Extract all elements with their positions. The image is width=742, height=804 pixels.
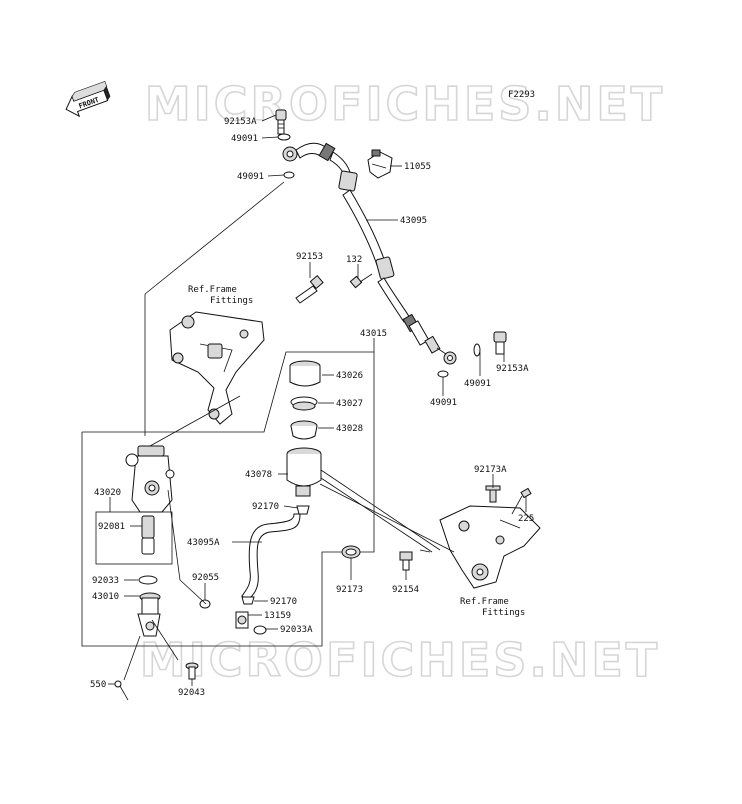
circlip-92033a (253, 625, 267, 635)
master-cylinder-body (125, 445, 175, 513)
watermark-bottom: MICROFICHES.NET (140, 633, 660, 687)
reservoir-diaphragm (290, 420, 318, 440)
part-label: 92173 (336, 585, 363, 595)
washer-lower-1 (473, 343, 481, 357)
part-label: 49091 (430, 398, 457, 408)
part-label: 92170 (270, 597, 297, 607)
part-label: 49091 (464, 379, 491, 389)
part-label: 43010 (92, 592, 119, 602)
watermark-top: MICROFICHES.NET (145, 77, 665, 131)
part-label: 132 (346, 255, 362, 265)
reservoir-tank (286, 447, 441, 553)
bolt-92173a (485, 485, 501, 503)
washer-upper-1 (277, 133, 291, 141)
washer-upper-2 (283, 171, 295, 179)
part-label: 92033 (92, 576, 119, 586)
leader-bolt-diag (144, 181, 285, 295)
part-label: 43028 (336, 424, 363, 434)
part-label: 92154 (392, 585, 419, 595)
seal-kit-box (95, 511, 173, 565)
piston-spring (141, 515, 155, 555)
part-label: 550 (90, 680, 106, 690)
push-rod (137, 592, 161, 637)
frame-bracket-lower (439, 505, 541, 589)
part-label: 43095A (187, 538, 220, 548)
master-cylinder-outline (81, 351, 375, 647)
bolt-92154 (399, 551, 413, 571)
cotter-pin (114, 680, 129, 701)
label-leaders (108, 114, 527, 686)
part-label: 92055 (192, 573, 219, 583)
o-ring-92055 (199, 599, 211, 609)
part-label: 43027 (336, 399, 363, 409)
part-label: 92153A (224, 117, 257, 127)
banjo-bolt-top (275, 109, 287, 135)
frame-bracket-upper (169, 311, 265, 425)
part-label: 43078 (245, 470, 272, 480)
part-label: 92153A (496, 364, 529, 374)
hose-clip-upper (296, 505, 310, 515)
banjo-bolt-lower (493, 331, 507, 355)
bolt-92153 (295, 275, 324, 304)
part-labels: 92153A 49091 49091 11055 43095 92153 132… (90, 117, 534, 698)
washer-lower-2 (437, 370, 449, 378)
ref-frame-top-line1: Ref.Frame (188, 285, 237, 295)
fitting-13159 (235, 611, 249, 629)
reservoir-plate (290, 396, 318, 411)
diagram-code: F2293 (508, 90, 535, 100)
part-label: 225 (518, 514, 534, 524)
part-label: 49091 (231, 134, 258, 144)
part-label: 43095 (400, 216, 427, 226)
part-label: 43026 (336, 371, 363, 381)
part-label: 92033A (280, 625, 313, 635)
circlip-92033 (138, 575, 158, 585)
hose-clip-lower (241, 596, 255, 605)
part-label: 92170 (252, 502, 279, 512)
part-label: 92153 (296, 252, 323, 262)
part-label: 92043 (178, 688, 205, 698)
part-label: 43015 (360, 329, 387, 339)
bolt-132 (349, 273, 373, 289)
part-label: 92173A (474, 465, 507, 475)
front-arrow-icon: FRONT (65, 80, 111, 118)
hose-clamp-92173 (341, 545, 361, 559)
part-label: 43020 (94, 488, 121, 498)
ref-frame-top-line2: Fittings (210, 296, 253, 306)
reservoir-cap (289, 360, 321, 387)
hose-clamp (367, 149, 393, 179)
reservoir-hose (241, 513, 301, 601)
guide-lines (123, 395, 455, 681)
part-label: 13159 (264, 611, 291, 621)
part-label: 11055 (404, 162, 431, 172)
ref-frame-bottom-line1: Ref.Frame (460, 597, 509, 607)
part-label: 49091 (237, 172, 264, 182)
brake-hose-upper (282, 142, 457, 365)
bolt-225 (511, 487, 532, 515)
ref-frame-bottom-line2: Fittings (482, 608, 525, 618)
part-label: 92081 (98, 522, 125, 532)
